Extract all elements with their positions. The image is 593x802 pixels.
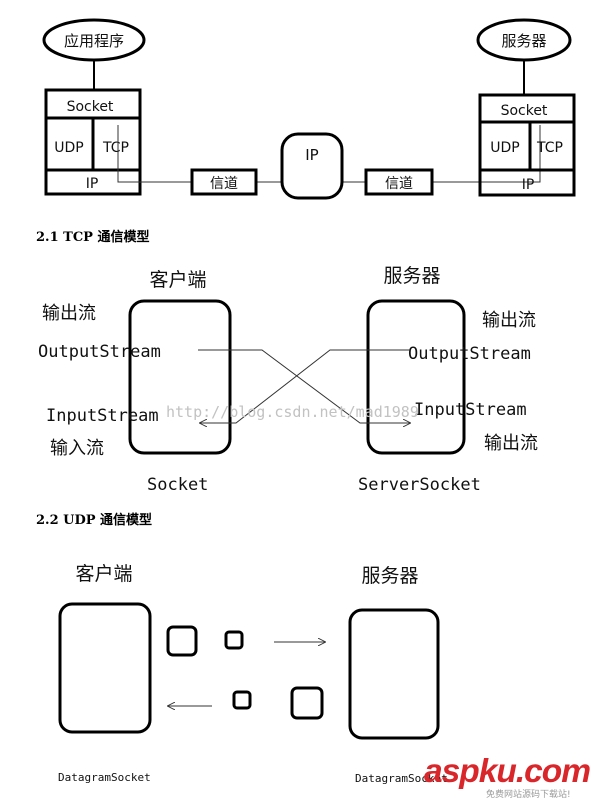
- udp-client-box: [58, 602, 152, 734]
- udp-server-box: [348, 608, 440, 740]
- udp-heading: 2.2 UDP 通信模型: [36, 512, 152, 528]
- server-socket-layer: Socket: [501, 103, 548, 119]
- channel-right: 信道: [364, 168, 434, 196]
- packet-large: [166, 625, 198, 657]
- client-socket-layer: Socket: [67, 99, 114, 115]
- client-stack: 应用程序 Socket UDP TCP IP: [42, 18, 146, 196]
- tcp-client-title: 客户端: [149, 269, 206, 291]
- client-udp-layer: UDP: [54, 140, 83, 156]
- tcp-client-in-cn: 输入流: [50, 438, 104, 459]
- packet-large: [290, 686, 324, 720]
- client-stack-frame: [44, 88, 142, 196]
- tcp-server-box: [366, 299, 466, 455]
- tcp-server-in-cn: 输出流: [484, 433, 538, 454]
- udp-client-title: 客户端: [75, 563, 132, 585]
- client-to-server-line: [198, 349, 410, 423]
- server-app-label: 服务器: [501, 32, 546, 50]
- udp-client-socket: DatagramSocket: [58, 771, 151, 784]
- svg-text:信道: 信道: [385, 176, 413, 192]
- packet-small: [224, 630, 244, 650]
- data-path-line: [117, 125, 192, 183]
- server-ip-layer: IP: [522, 177, 535, 193]
- svg-text:IP: IP: [305, 146, 318, 164]
- aspku-logo: aspku.com 免费网站源码下载站!: [424, 753, 591, 800]
- tcp-client-out: OutputStream: [38, 342, 161, 362]
- logo-text: aspku.com: [424, 753, 590, 790]
- tcp-client-box: [128, 299, 232, 455]
- tcp-client-in: InputStream: [46, 406, 159, 426]
- server-stack-frame: [478, 93, 576, 197]
- tcp-server-in: InputStream: [414, 400, 527, 420]
- udp-server-socket: DatagramSocket: [355, 772, 448, 785]
- tcp-heading: 2.1 TCP 通信模型: [36, 229, 149, 245]
- client-ip-layer: IP: [86, 176, 99, 192]
- svg-text:信道: 信道: [210, 176, 238, 192]
- packet-small: [232, 690, 252, 710]
- tcp-client-socket: Socket: [147, 475, 208, 495]
- udp-server-title: 服务器: [361, 565, 418, 587]
- server-udp-layer: UDP: [490, 140, 519, 156]
- tcp-server-socket: ServerSocket: [358, 475, 481, 495]
- tcp-client-out-cn: 输出流: [42, 303, 96, 324]
- client-tcp-layer: TCP: [102, 140, 129, 156]
- server-to-client-line: [200, 349, 410, 423]
- logo-tagline: 免费网站源码下载站!: [486, 788, 571, 800]
- client-app-label: 应用程序: [64, 32, 124, 50]
- server-stack: 服务器 Socket UDP TCP IP: [476, 18, 576, 197]
- channel-left: 信道: [190, 168, 258, 196]
- tcp-server-out-cn: 输出流: [482, 310, 536, 331]
- tcp-server-out: OutputStream: [408, 344, 531, 364]
- tcp-watermark: http://blog.csdn.net/mad1989: [166, 403, 419, 421]
- ip-router: IP: [280, 132, 344, 200]
- server-tcp-layer: TCP: [536, 140, 563, 156]
- tcp-server-title: 服务器: [383, 265, 440, 287]
